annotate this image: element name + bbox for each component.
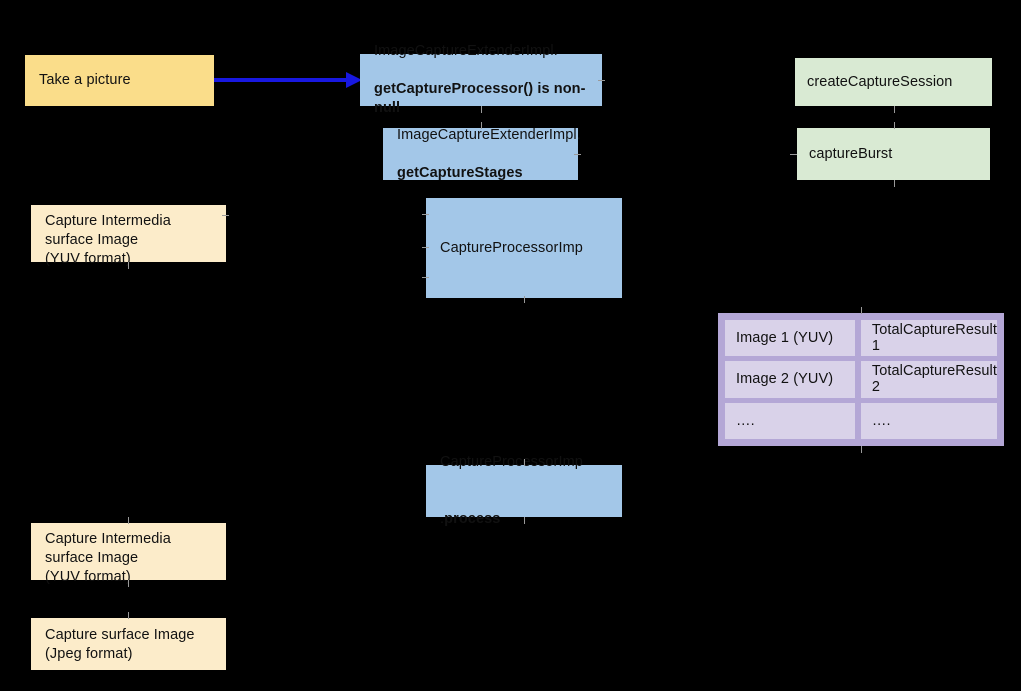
anchor-tick — [894, 180, 895, 187]
table-cell-result-1-label: TotalCaptureResult 1 — [871, 322, 997, 355]
anchor-tick — [128, 517, 129, 524]
table-cell-image-more[interactable]: …. — [725, 402, 855, 439]
node-capture-processor-process-prefix: . — [440, 511, 445, 527]
table-cell-result-more[interactable]: …. — [860, 402, 997, 439]
anchor-tick — [861, 307, 862, 314]
anchor-tick — [790, 154, 797, 155]
node-get-capture-stages[interactable]: ImageCaptureExtenderImpl. getCaptureStag… — [383, 126, 581, 181]
anchor-tick — [481, 122, 482, 129]
node-get-capture-processor[interactable]: ImageCaptureExtenderImpl. getCaptureProc… — [360, 43, 602, 116]
table-cell-result-2-label: TotalCaptureResult 2 — [871, 363, 997, 396]
node-capture-surface-jpeg-label: Capture surface Image (Jpeg format) — [45, 627, 195, 662]
anchor-tick — [128, 262, 129, 269]
node-get-capture-stages-line2: getCaptureStages — [397, 164, 523, 181]
node-get-capture-processor-line1: ImageCaptureExtenderImpl. — [374, 43, 558, 59]
anchor-tick — [222, 215, 229, 216]
node-capture-burst[interactable]: captureBurst — [797, 128, 990, 180]
anchor-tick — [422, 214, 429, 215]
anchor-tick — [524, 459, 525, 466]
node-get-capture-stages-line1: ImageCaptureExtenderImpl. — [397, 126, 581, 143]
table-cell-image-2-label: Image 2 (YUV) — [736, 371, 834, 388]
node-capture-processor-process-line2: .process — [440, 511, 500, 527]
table-cell-result-2[interactable]: TotalCaptureResult 2 — [860, 361, 997, 398]
node-intermediate-surface-bottom[interactable]: Capture Intermedia surface Image (YUV fo… — [31, 523, 226, 585]
table-cell-result-1[interactable]: TotalCaptureResult 1 — [860, 320, 997, 357]
node-capture-surface-jpeg[interactable]: Capture surface Image (Jpeg format) — [31, 618, 226, 670]
table-cell-image-1[interactable]: Image 1 (YUV) — [725, 320, 855, 357]
anchor-tick — [128, 612, 129, 619]
node-capture-processor-process-line1: CaptureProcessorImp — [440, 454, 583, 470]
node-capture-burst-label: captureBurst — [809, 145, 893, 162]
anchor-tick — [422, 277, 429, 278]
node-take-a-picture[interactable]: Take a picture — [25, 55, 214, 106]
anchor-tick — [598, 80, 605, 81]
anchor-tick — [524, 296, 525, 303]
table-cell-image-2[interactable]: Image 2 (YUV) — [725, 361, 855, 398]
anchor-tick — [128, 580, 129, 587]
node-get-capture-processor-line2: getCaptureProcessor() is non-null — [374, 81, 586, 116]
node-take-a-picture-label: Take a picture — [39, 72, 131, 88]
node-intermediate-surface-top[interactable]: Capture Intermedia surface Image (YUV fo… — [31, 205, 226, 267]
anchor-tick — [524, 517, 525, 524]
table-cell-result-more-label: …. — [871, 412, 891, 429]
node-capture-processor-process-method: process — [444, 511, 501, 527]
node-capture-processor-imp[interactable]: CaptureProcessorImp — [426, 198, 622, 298]
node-intermediate-surface-bottom-label: Capture Intermedia surface Image (YUV fo… — [45, 531, 171, 585]
node-capture-processor-process[interactable]: CaptureProcessorImp .process — [426, 454, 622, 527]
anchor-tick — [574, 154, 581, 155]
anchor-tick — [894, 122, 895, 129]
anchor-tick — [481, 106, 482, 113]
node-capture-processor-imp-label: CaptureProcessorImp — [440, 239, 583, 256]
results-table: Image 1 (YUV) TotalCaptureResult 1 Image… — [718, 313, 1004, 446]
connector-take-picture-to-get-capture-processor — [212, 72, 362, 88]
anchor-tick — [422, 247, 429, 248]
table-cell-image-more-label: …. — [736, 412, 755, 429]
node-intermediate-surface-top-label: Capture Intermedia surface Image (YUV fo… — [45, 213, 171, 267]
anchor-tick — [861, 446, 862, 453]
node-create-capture-session-label: createCaptureSession — [807, 73, 953, 90]
table-cell-image-1-label: Image 1 (YUV) — [736, 330, 834, 347]
anchor-tick — [894, 106, 895, 113]
node-create-capture-session[interactable]: createCaptureSession — [795, 58, 992, 106]
